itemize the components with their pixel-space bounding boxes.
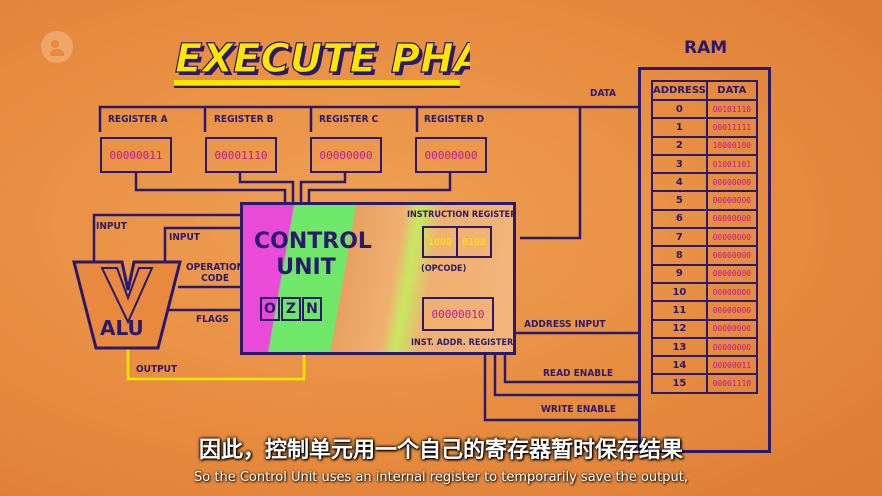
subtitle-chinese: 因此，控制单元用一个自己的寄存器暂时保存结果 <box>198 438 683 463</box>
ram-address: 7 <box>651 227 708 248</box>
ram-address: 10 <box>651 281 708 303</box>
ram-data: 00000000 <box>705 300 758 321</box>
page-title: EXECUTE PHASE EXECUTE PHASE <box>174 35 470 88</box>
address-value: 0100 <box>461 236 487 248</box>
ram-data: 01001101 <box>705 153 758 175</box>
write-enable-label: WRITE ENABLE <box>541 404 616 415</box>
alu-input-2-label: INPUT <box>169 232 200 243</box>
ram-address: 2 <box>651 135 708 156</box>
ram-data: 10000100 <box>705 135 758 156</box>
ram-data: 00000011 <box>705 355 758 376</box>
ram-address: 1 <box>651 117 708 138</box>
ram-data: 00011111 <box>705 117 758 138</box>
read-enable-label: READ ENABLE <box>543 368 614 379</box>
register-a-label: REGISTER A <box>108 114 168 125</box>
operation-code-label: OPERATION CODE <box>186 262 245 284</box>
instruction-register-label: INSTRUCTION REGISTER <box>407 210 517 220</box>
ram-data: 00000000 <box>705 336 758 358</box>
ram-address: 0 <box>651 98 708 120</box>
ram-data-header: DATA <box>705 80 758 101</box>
ram-address: 4 <box>651 172 708 193</box>
flags-label: FLAGS <box>196 314 229 325</box>
register-d-value: 00000000 <box>415 137 487 173</box>
ram-address: 15 <box>651 373 708 394</box>
pbs-logo <box>41 31 73 63</box>
control-unit-title: CONTROL UNIT <box>254 229 372 281</box>
ram-data: 00000000 <box>705 245 758 266</box>
address-input-label: ADDRESS INPUT <box>524 319 606 330</box>
ram-data: 00000000 <box>705 190 758 211</box>
data-bus-label: DATA <box>590 88 616 99</box>
flag-negative: N <box>302 297 322 321</box>
opcode-label: (OPCODE) <box>421 264 467 274</box>
ram-data: 00000000 <box>705 318 758 339</box>
ram-address: 8 <box>651 245 708 266</box>
register-a-value: 00000011 <box>100 137 172 173</box>
ram-address: 3 <box>651 153 708 175</box>
ram-address-header: ADDRESS <box>651 80 708 101</box>
ram-data: 00000000 <box>705 281 758 303</box>
subtitle-english: So the Control Unit uses an internal reg… <box>194 470 688 485</box>
alu-shape <box>72 260 182 350</box>
ram-data: 00000000 <box>705 208 758 230</box>
ram-address: 5 <box>651 190 708 211</box>
svg-text:EXECUTE PHASE: EXECUTE PHASE <box>175 36 470 82</box>
svg-text:EXECUTE PHASE: EXECUTE PHASE <box>178 39 470 85</box>
opcode-value: 1000 <box>424 228 458 256</box>
control-unit-title-line1: CONTROL <box>254 229 372 254</box>
output-label: OUTPUT <box>136 364 178 375</box>
instruction-register: 1000 0100 <box>422 226 492 258</box>
ram-address: 13 <box>651 336 708 358</box>
ram-data: 00101110 <box>705 98 758 120</box>
ram-label: RAM <box>684 38 728 58</box>
ram-data: 00000000 <box>705 263 758 284</box>
register-b-value: 00001110 <box>205 137 277 173</box>
ram-address: 9 <box>651 263 708 284</box>
alu-input-1-label: INPUT <box>96 221 127 232</box>
ram-address: 12 <box>651 318 708 339</box>
inst-addr-register-value: 00000010 <box>422 297 494 331</box>
control-unit-title-line2: UNIT <box>276 255 336 280</box>
ram-address: 14 <box>651 355 708 376</box>
inst-addr-register-label: INST. ADDR. REGISTER <box>411 338 514 348</box>
ram-block <box>638 67 771 453</box>
register-d-label: REGISTER D <box>424 114 485 125</box>
ram-address: 11 <box>651 300 708 321</box>
ram-data: 00000000 <box>705 172 758 193</box>
register-b-label: REGISTER B <box>214 114 274 125</box>
ram-data: 00001110 <box>705 373 758 394</box>
ram-address: 6 <box>651 208 708 230</box>
register-c-label: REGISTER C <box>319 114 379 125</box>
flag-zero: Z <box>281 297 301 321</box>
alu-label: ALU <box>100 316 144 340</box>
flag-overflow: O <box>260 297 280 321</box>
register-c-value: 00000000 <box>310 137 382 173</box>
ram-data: 00000000 <box>705 227 758 248</box>
